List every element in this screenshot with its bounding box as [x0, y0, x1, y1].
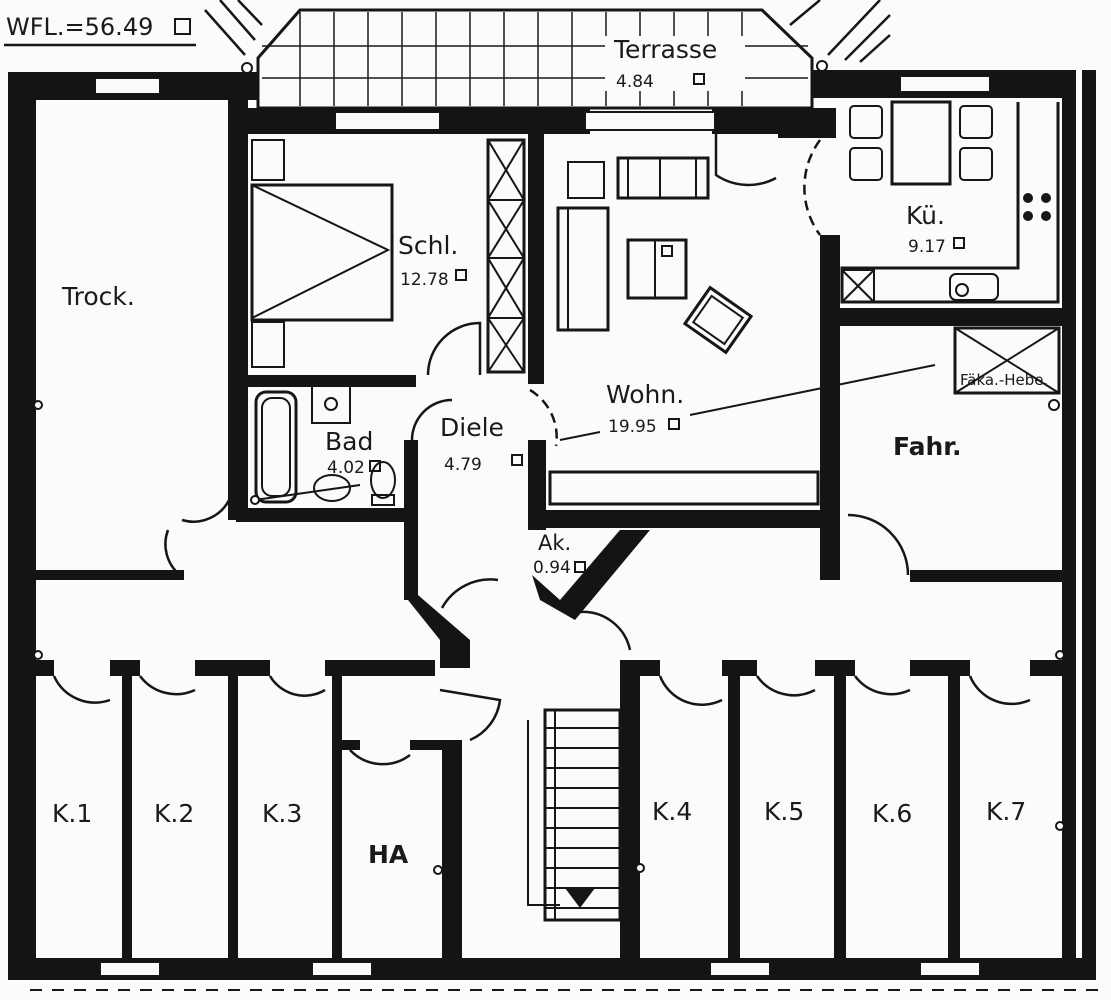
room-bad-name: Bad	[325, 427, 373, 456]
sideboard	[548, 470, 820, 506]
room-k2-name: K.2	[154, 799, 194, 828]
room-k5-name: K.5	[764, 797, 804, 826]
staircase	[527, 708, 622, 922]
sewage-lift-unit	[953, 326, 1061, 395]
room-k6-name: K.6	[872, 799, 912, 828]
living-area-label: WFL.=56.49	[6, 13, 153, 41]
installation-lines	[33, 364, 1065, 875]
dining-table	[890, 100, 952, 186]
room-ha-name: HA	[368, 840, 409, 869]
room-labels: Trock. Schl. 12.78 Wohn. 19.95 Kü. 9.17 …	[52, 201, 1048, 869]
room-wohn-name: Wohn.	[606, 380, 684, 409]
bath-sink	[311, 384, 351, 424]
living-area-header: WFL.=56.49	[4, 13, 196, 47]
doors	[52, 130, 1031, 766]
wardrobe	[486, 138, 526, 374]
room-trock-name: Trock.	[61, 282, 135, 311]
area-marker-square	[174, 18, 191, 35]
room-k1-name: K.1	[52, 799, 92, 828]
bathtub	[254, 390, 298, 504]
room-k4-name: K.4	[652, 797, 692, 826]
terrace: Terrasse 4.84	[204, 0, 891, 110]
room-fahr-name: Fahr.	[893, 432, 962, 461]
room-schl-name: Schl.	[398, 231, 458, 260]
room-kue-area: 9.17	[908, 237, 946, 257]
room-bad-area: 4.02	[327, 458, 365, 478]
room-kue-name: Kü.	[906, 201, 945, 230]
room-ak-name: Ak.	[538, 531, 571, 555]
coffee-table	[626, 238, 688, 300]
room-wohn-area: 19.95	[608, 417, 657, 437]
kitchen-sink	[949, 273, 999, 301]
furniture	[250, 100, 1061, 506]
room-diele-name: Diele	[440, 413, 504, 442]
terrace-name: Terrasse	[613, 35, 717, 64]
sofa	[616, 156, 710, 200]
armchair	[682, 285, 754, 355]
couch	[556, 206, 610, 332]
bed	[250, 183, 394, 322]
room-k7-name: K.7	[986, 797, 1026, 826]
room-k3-name: K.3	[262, 799, 302, 828]
room-ak-area: 0.94	[533, 558, 571, 578]
room-schl-area: 12.78	[400, 270, 449, 290]
terrace-area: 4.84	[616, 72, 654, 92]
windows	[94, 75, 991, 977]
toilet	[313, 474, 351, 502]
room-faeka-name: Fäka.-Hebe.	[960, 371, 1048, 389]
room-diele-area: 4.79	[444, 455, 482, 475]
